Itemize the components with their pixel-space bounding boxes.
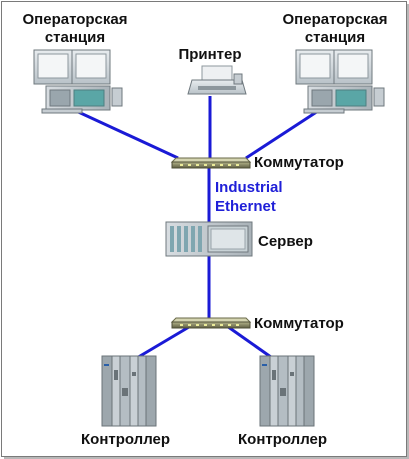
printer-icon [187,65,247,95]
network-label-line2: Ethernet [215,198,276,215]
workstation-right-label: Операторская станция [268,11,402,47]
workstation-right-label-line2: станция [304,29,366,46]
network-diagram [33,49,385,427]
workstation-left-label: Операторская станция [8,11,142,47]
workstation-left-label-line2: станция [44,29,106,46]
switch-top-icon [170,157,252,169]
workstation-left-label-line1: Операторская [22,11,128,28]
workstation-left-icon [33,49,123,114]
switch-top-label: Коммутатор [254,154,344,171]
switch-bottom-icon [170,317,252,329]
controller-left-label: Контроллер [81,431,171,448]
workstation-right-icon [295,49,385,114]
network-label-line1: Industrial [215,179,283,196]
switch-bottom-label: Коммутатор [254,315,344,332]
controller-left-icon [101,355,157,427]
network-label: Industrial Ethernet [215,178,283,216]
controller-right-label: Контроллер [238,431,328,448]
link-left-workstation [73,108,179,160]
workstation-right-label-line1: Операторская [282,11,388,28]
controller-right-icon [259,355,315,427]
server-label: Сервер [258,233,313,250]
printer-label: Принтер [178,46,242,63]
server-icon [165,221,253,257]
